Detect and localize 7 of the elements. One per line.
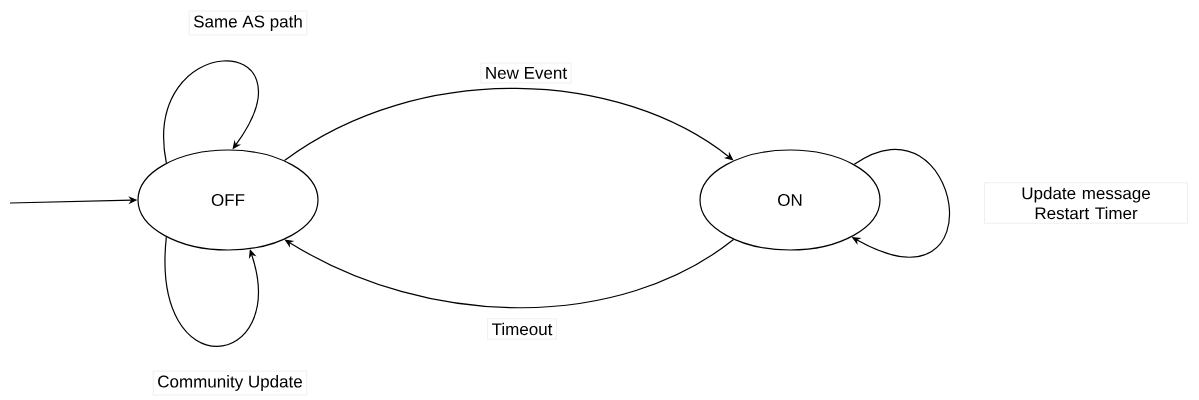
edge-label: Community Update [153, 370, 307, 396]
edge-label: New Event [480, 62, 572, 84]
edge-label: Same AS path [189, 10, 307, 36]
arrow [163, 60, 259, 164]
edge-label: Timeout [487, 318, 557, 340]
arrow [164, 236, 259, 348]
edge-label: Update message Restart Timer [984, 182, 1188, 224]
